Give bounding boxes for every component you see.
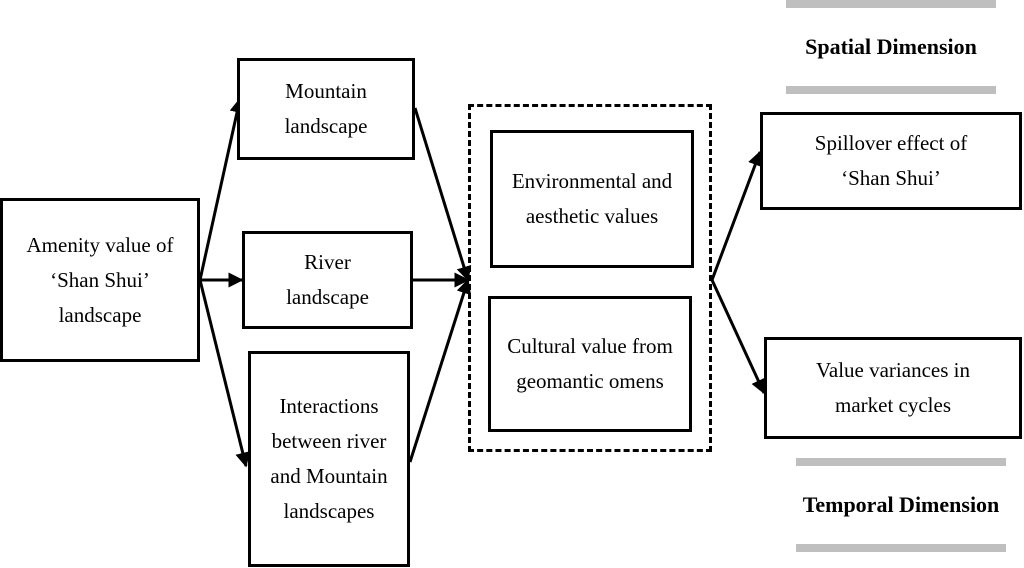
spatial-dimension-text: Spatial Dimension [805, 34, 977, 59]
temporal-dimension-label: Temporal Dimension [796, 458, 1006, 552]
river-landscape-text: River landscape [286, 250, 369, 309]
arrow-amenity-to-interactions [198, 279, 251, 468]
arrow-amenity-to-mountain [198, 97, 245, 281]
value-group-dashed-frame [468, 104, 712, 452]
spillover-effect-text: Spillover effect of ‘Shan Shui’ [814, 131, 968, 190]
cultural-value-box: Cultural value from geomantic omens [488, 296, 692, 432]
arrow-center-to-variances [710, 279, 766, 395]
river-landscape-box: River landscape [242, 231, 413, 329]
amenity-value-box: Amenity value of ‘Shan Shui’ landscape [0, 198, 200, 362]
amenity-value-text: Amenity value of ‘Shan Shui’ landscape [26, 232, 174, 327]
value-variances-text: Value variances in market cycles [816, 358, 970, 417]
spatial-dimension-label: Spatial Dimension [786, 0, 996, 94]
value-variances-box: Value variances in market cycles [764, 337, 1022, 439]
mountain-landscape-box: Mountain landscape [237, 58, 415, 160]
arrow-mountain-to-center [413, 107, 472, 282]
environmental-values-box: Environmental and aesthetic values [490, 130, 694, 268]
cultural-value-text: Cultural value from geomantic omens [507, 334, 673, 393]
interactions-text: Interactions between river and Mountain … [270, 394, 388, 523]
interactions-box: Interactions between river and Mountain … [248, 351, 410, 567]
mountain-landscape-text: Mountain landscape [284, 79, 368, 138]
arrow-interactions-to-center [408, 278, 472, 463]
spillover-effect-box: Spillover effect of ‘Shan Shui’ [760, 112, 1022, 210]
temporal-dimension-text: Temporal Dimension [802, 492, 1000, 517]
environmental-values-text: Environmental and aesthetic values [511, 169, 673, 228]
arrow-center-to-spillover [710, 150, 763, 281]
